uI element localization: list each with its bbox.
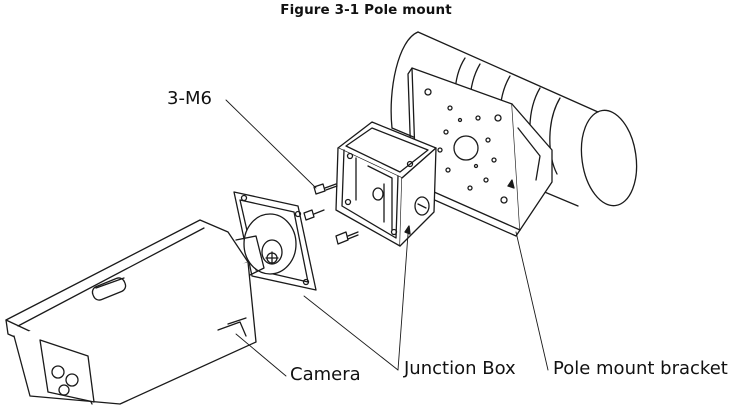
screw-middle (303, 209, 325, 221)
camera (5, 191, 317, 405)
leader-camera (235, 333, 287, 377)
label-camera: Camera (290, 364, 361, 385)
screw-top (313, 183, 338, 195)
screw-bottom (335, 231, 359, 245)
figure-caption: Figure 3-1 Pole mount (280, 2, 452, 18)
leader-junction-box-a (303, 295, 399, 371)
leader-lines (225, 99, 549, 377)
label-pole-mount-bracket: Pole mount bracket (553, 358, 728, 379)
junction-box (335, 121, 437, 247)
screw-set (303, 183, 359, 245)
leader-pole-mount-bracket (515, 231, 549, 371)
label-3-m6: 3-M6 (167, 88, 212, 109)
leader-junction-box-b (397, 233, 409, 371)
leader-3-m6 (225, 99, 317, 189)
label-junction-box: Junction Box (404, 358, 516, 379)
